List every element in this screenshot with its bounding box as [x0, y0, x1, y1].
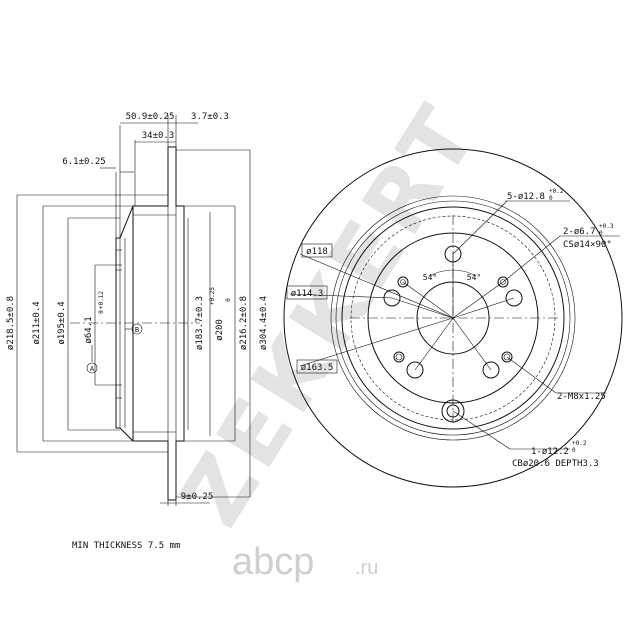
disc-outer-edge	[283, 148, 623, 488]
brand-suffix: .ru	[355, 557, 378, 579]
thread-hole-right	[501, 351, 513, 363]
dim-diameter-64-tol-lo: 0	[98, 310, 105, 314]
bolt-hole-5	[482, 361, 500, 379]
dim-width-34: 34±0.3	[142, 131, 175, 141]
callout-1-hole-tol-up: +0.2	[572, 440, 587, 447]
cs-hole-left	[397, 276, 409, 288]
footer-brand: abcp .ru	[232, 541, 378, 583]
callout-5-holes-tol-lo: 0	[549, 195, 553, 202]
angle-right-label: 54°	[467, 273, 481, 282]
dim-diameter-64: ø64.1	[84, 316, 94, 343]
dim-width-3-7: 3.7±0.3	[191, 112, 229, 122]
datum-a-label: A	[90, 365, 95, 373]
cb-hole	[441, 399, 465, 423]
dim-diameter-183: ø183.7±0.3	[195, 296, 205, 350]
callout-thread: 2-M8x1.25	[557, 392, 606, 402]
callout-1-hole: 1-ø12.2	[531, 447, 569, 457]
dim-diameter-304: ø304.4±0.4	[259, 296, 269, 350]
callout-5-holes-tol-up: +0.2	[549, 188, 564, 195]
callout-2-holes: 2-ø6.7	[563, 227, 596, 237]
dim-diameter-195: ø195±0.4	[57, 301, 67, 344]
label-box-pcd-118	[301, 243, 333, 258]
angle-left-label: 54°	[423, 273, 437, 282]
callout-1-hole-cb: CBø20.6 DEPTH3.3	[512, 459, 599, 469]
datum-a-marker	[86, 362, 98, 374]
friction-ring-inner	[335, 200, 571, 436]
bolt-hole-3	[505, 289, 523, 307]
dim-diameter-200-tol-up: +0.25	[209, 287, 216, 305]
thread-hole-left	[393, 351, 405, 363]
hat-outer	[341, 206, 565, 430]
datum-b-marker	[131, 323, 143, 335]
dim-diameter-218: ø218.5±0.8	[6, 296, 16, 350]
label-pcd-118: ø118	[306, 247, 328, 257]
callout-2-holes-tol-lo: 0	[599, 230, 603, 237]
bolt-hole-1	[444, 245, 462, 263]
callout-5-holes: 5-ø12.8	[507, 192, 545, 202]
dim-width-6-1: 6.1±0.25	[62, 157, 105, 167]
dim-width-9: 9±0.25	[181, 492, 214, 502]
label-box-pcd-163	[296, 359, 338, 374]
friction-ring-outer	[330, 195, 576, 441]
dim-diameter-200: ø200	[215, 319, 225, 341]
datum-b-label: B	[135, 326, 139, 334]
cs-hole-right	[497, 276, 509, 288]
dim-diameter-211: ø211±0.4	[32, 301, 42, 344]
dim-diameter-216: ø216.2±0.8	[239, 296, 249, 350]
dim-diameter-64-tol-up: +0.12	[98, 291, 105, 309]
brand-text: abcp	[232, 541, 314, 583]
callout-1-hole-tol-lo: 0	[572, 447, 576, 454]
front-view: 54° 54° ø118 ø114.3 ø163.5 5-ø12.8 +0.2 …	[283, 148, 623, 488]
dim-diameter-200-tol-lo: 0	[225, 298, 232, 302]
label-box-pcd-114	[286, 285, 328, 300]
min-thickness-note: MIN THICKNESS 7.5 mm	[72, 541, 180, 551]
dim-width-50: 50.9±0.25	[126, 112, 175, 122]
label-pcd-163: ø163.5	[301, 363, 334, 373]
bolt-hole-4	[406, 361, 424, 379]
label-pcd-114: ø114.3	[291, 289, 324, 299]
callout-2-holes-tol-up: +0.3	[599, 223, 614, 230]
side-section-view: ø218.5±0.8 ø211±0.4 ø195±0.4 ø64.1 +0.12…	[6, 112, 269, 506]
bolt-hole-2	[383, 289, 401, 307]
disc-profile-outline	[115, 146, 185, 501]
callout-2-holes-cs: CSø14×90°	[563, 240, 612, 250]
